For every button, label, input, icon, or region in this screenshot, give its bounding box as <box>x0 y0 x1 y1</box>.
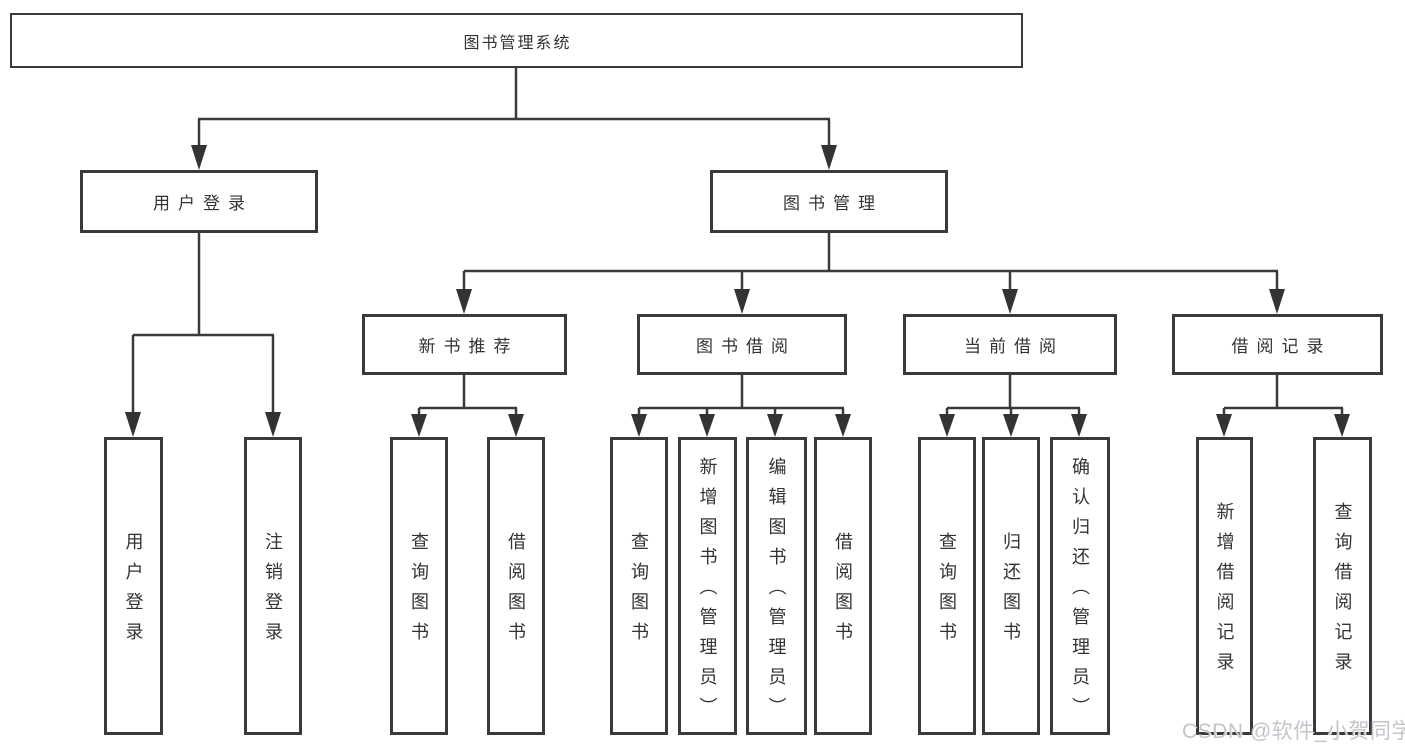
leaf-query-books-borrow: 查询图书 <box>610 437 668 735</box>
node-borrow-records-label: 借阅记录 <box>1231 337 1332 356</box>
leaf-user-login: 用户登录 <box>104 437 163 735</box>
node-library-system: 图书管理系统 <box>10 13 1023 68</box>
node-user-login-label: 用户登录 <box>153 194 253 213</box>
leaf-return-books: 归还图书 <box>982 437 1040 735</box>
node-borrow-records: 借阅记录 <box>1172 314 1383 375</box>
leaf-logout: 注销登录 <box>244 437 302 735</box>
node-book-management: 图书管理 <box>710 170 948 233</box>
leaf-query-borrow-record-label: 查询借阅记录 <box>1332 502 1353 682</box>
leaf-edit-books-admin: 编辑图书（管理员） <box>746 437 807 735</box>
leaf-query-books-current: 查询图书 <box>918 437 976 735</box>
watermark: CSDN @软件_小贺同学 <box>1182 720 1405 743</box>
leaf-return-books-label: 归还图书 <box>1001 532 1021 652</box>
leaf-edit-books-admin-label: 编辑图书（管理员） <box>766 457 787 727</box>
leaf-add-books-admin-label: 新增图书（管理员） <box>697 457 718 727</box>
arrowheads <box>125 145 1350 437</box>
node-current-borrowing: 当前借阅 <box>903 314 1117 375</box>
leaf-borrow-books-recommend-label: 借阅图书 <box>506 532 526 652</box>
node-book-borrowing: 图书借阅 <box>637 314 847 375</box>
leaf-borrow-books: 借阅图书 <box>814 437 872 735</box>
leaf-borrow-books-label: 借阅图书 <box>833 532 853 652</box>
leaf-query-borrow-record: 查询借阅记录 <box>1313 437 1372 735</box>
leaf-add-borrow-record: 新增借阅记录 <box>1196 437 1253 735</box>
leaf-add-books-admin: 新增图书（管理员） <box>678 437 737 735</box>
leaf-query-books-borrow-label: 查询图书 <box>629 532 649 652</box>
node-new-book-recommend: 新书推荐 <box>362 314 567 375</box>
node-book-management-label: 图书管理 <box>783 194 883 213</box>
leaf-confirm-return-admin-label: 确认归还（管理员） <box>1070 457 1090 727</box>
leaf-logout-label: 注销登录 <box>263 532 283 652</box>
node-library-system-label: 图书管理系统 <box>463 34 572 52</box>
leaf-query-books-recommend-label: 查询图书 <box>409 532 429 652</box>
node-book-borrowing-label: 图书借阅 <box>696 337 796 356</box>
leaf-user-login-label: 用户登录 <box>123 532 144 652</box>
leaf-borrow-books-recommend: 借阅图书 <box>487 437 545 735</box>
node-user-login: 用户登录 <box>80 170 318 233</box>
node-new-book-recommend-label: 新书推荐 <box>418 337 519 356</box>
leaf-query-books-recommend: 查询图书 <box>390 437 448 735</box>
node-current-borrowing-label: 当前借阅 <box>964 337 1064 356</box>
leaf-confirm-return-admin: 确认归还（管理员） <box>1050 437 1110 735</box>
leaf-add-borrow-record-label: 新增借阅记录 <box>1214 502 1235 682</box>
leaf-query-books-current-label: 查询图书 <box>937 532 957 652</box>
